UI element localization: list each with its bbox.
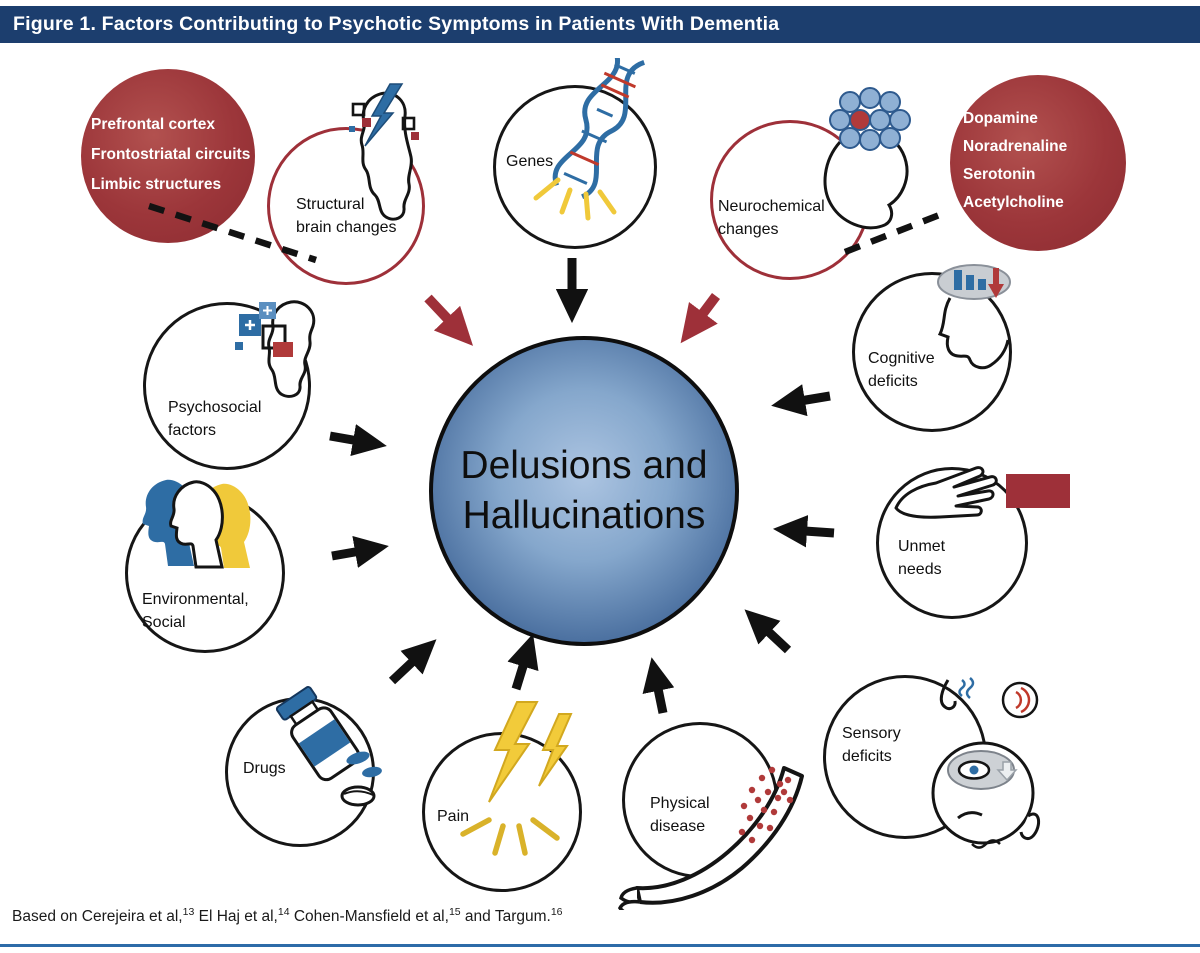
label-line: Social	[142, 614, 186, 632]
factor-label-drugs: Drugs	[243, 757, 286, 780]
note-line: Acetylcholine	[963, 194, 1064, 211]
head-declining-chart-icon	[937, 264, 1011, 370]
factor-label-pain: Pain	[437, 805, 469, 828]
citation-text: Cohen-Mansfield et al,	[289, 908, 449, 926]
label-line: Neurochemical	[718, 198, 825, 215]
citation-part: El Haj et al,14	[194, 906, 290, 926]
label-line: Unmet	[898, 538, 946, 555]
note-line: Noradrenaline	[963, 138, 1068, 155]
dna-helix-icon	[533, 58, 646, 221]
label-line: deficits	[842, 748, 892, 766]
figure-title: Figure 1. Factors Contributing to Psycho…	[13, 13, 780, 35]
label-line: Structural	[296, 196, 365, 213]
label-line: changes	[718, 221, 779, 239]
factor-circle-genes	[493, 85, 657, 249]
factor-label-environmental: Environmental, Social	[142, 588, 249, 634]
note-line: Dopamine	[963, 110, 1038, 127]
label-line: Genes	[506, 153, 554, 170]
note-line: Serotonin	[963, 166, 1036, 183]
factor-label-physical-disease: Physical disease	[650, 792, 710, 838]
arrow-environmental	[331, 535, 389, 568]
citation-ref: 15	[448, 906, 461, 918]
citation-text: Based on Cerejeira et al,	[12, 908, 183, 926]
factor-label-sensory: Sensory deficits	[842, 722, 901, 768]
arrow-neurochemical-red	[680, 293, 720, 344]
factor-label-structural: Structural brain changes	[296, 193, 397, 239]
head-squares-icon	[235, 300, 316, 398]
label-line: Cognitive	[868, 350, 935, 367]
factor-label-genes: Genes	[506, 150, 553, 173]
figure-header-bar: Figure 1. Factors Contributing to Psycho…	[0, 6, 1200, 43]
factor-label-unmet-needs: Unmet needs	[898, 535, 945, 581]
note-brain-regions-text: Prefrontal cortex Frontostriatal circuit…	[91, 110, 250, 200]
head-senses-icon	[931, 677, 1041, 849]
label-line: factors	[168, 422, 217, 440]
note-neurotransmitters-text: Dopamine Noradrenaline Serotonin Acetylc…	[963, 105, 1067, 217]
citation-text: El Haj et al,	[194, 908, 278, 926]
citation-part: and Targum.16	[460, 906, 563, 926]
arrow-unmet-needs	[772, 515, 835, 548]
label-line: disease	[650, 818, 706, 836]
label-line: Psychosocial	[168, 399, 262, 416]
center-line: Hallucinations	[462, 494, 706, 537]
citation-part: Cohen-Mansfield et al,15	[289, 906, 461, 926]
open-hand-icon	[894, 466, 1070, 519]
citation-ref: 16	[550, 906, 563, 918]
arrow-physical	[642, 657, 675, 714]
label-line: Environmental,	[142, 591, 249, 608]
head-lightning-icon	[349, 83, 419, 221]
arrow-cognitive	[771, 384, 831, 417]
arrow-sensory	[744, 609, 792, 654]
brain-molecule-icon	[823, 87, 911, 230]
citation-part: Based on Cerejeira et al,13	[12, 906, 195, 926]
label-line: Pain	[437, 808, 470, 825]
center-line: Delusions and	[460, 444, 708, 488]
pill-bottle-icon	[275, 686, 382, 807]
citation-ref: 14	[277, 906, 290, 918]
bottom-rule	[0, 944, 1200, 947]
label-line: Sensory	[842, 725, 901, 742]
delusions-hallucinations-circle: Delusions and Hallucinations	[429, 336, 739, 646]
factor-label-psychosocial: Psychosocial factors	[168, 396, 261, 442]
factor-label-cognitive: Cognitive deficits	[868, 347, 935, 393]
lightning-bolts-icon	[460, 701, 573, 856]
delusions-hallucinations-label: Delusions and Hallucinations	[460, 441, 707, 541]
note-circle-neurotransmitters	[950, 75, 1126, 251]
citation-ref: 13	[182, 906, 195, 918]
label-line: needs	[898, 561, 942, 579]
unmet-needs-block	[1006, 474, 1070, 508]
label-line: brain changes	[296, 219, 397, 237]
face-profiles-icon	[142, 479, 251, 569]
citation: Based on Cerejeira et al,13 El Haj et al…	[12, 906, 563, 926]
arrow-pain	[507, 633, 539, 691]
citation-text: and Targum.	[460, 908, 551, 926]
note-line: Limbic structures	[91, 176, 222, 193]
arrow-psychosocial	[329, 424, 387, 457]
label-line: Drugs	[243, 760, 286, 777]
note-line: Prefrontal cortex	[91, 116, 216, 133]
factor-label-neurochemical: Neurochemical changes	[718, 195, 825, 241]
note-line: Frontostriatal circuits	[91, 146, 251, 163]
label-line: Physical	[650, 795, 710, 812]
arrow-structural-red	[424, 294, 474, 346]
label-line: deficits	[868, 373, 918, 391]
arm-rash-icon	[617, 766, 804, 910]
arrow-drugs	[388, 639, 437, 685]
